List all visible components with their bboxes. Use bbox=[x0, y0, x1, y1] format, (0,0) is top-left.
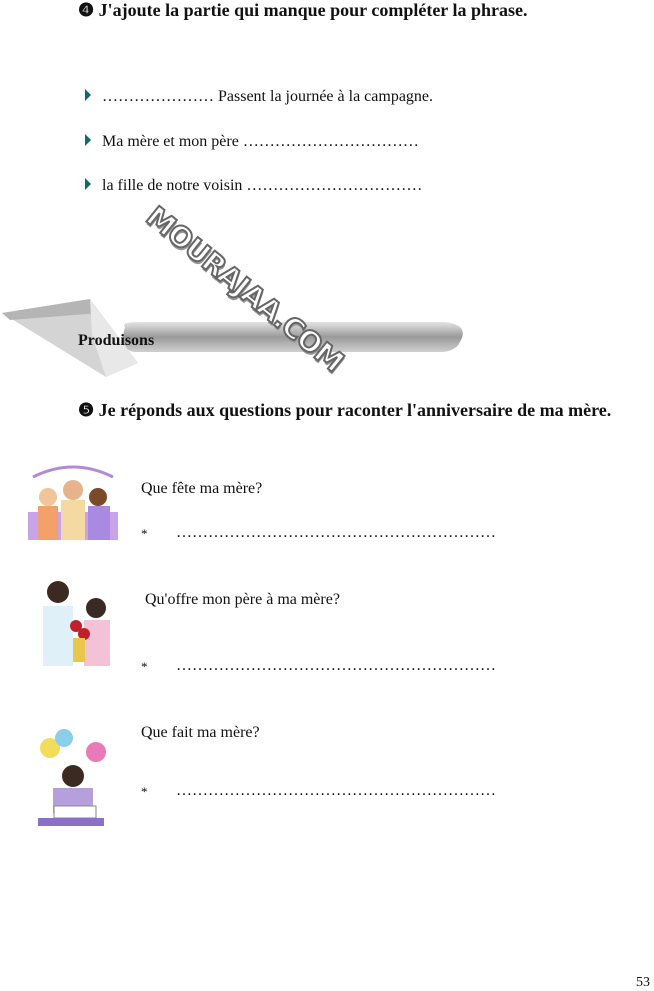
sentence-item: Ma mère et mon père …………………………… bbox=[102, 133, 419, 150]
bullet-icon bbox=[85, 89, 91, 101]
exercise-number: ❹ bbox=[78, 0, 95, 20]
section-title: Produisons bbox=[78, 332, 155, 349]
birthday-cake-illustration bbox=[38, 729, 106, 826]
question: Qu'offre mon père à ma mère? bbox=[145, 591, 340, 608]
answer-line[interactable]: …………………………………………………… bbox=[176, 524, 496, 541]
answer-line[interactable]: …………………………………………………… bbox=[176, 657, 496, 674]
section-banner bbox=[2, 299, 463, 377]
bullet-icon bbox=[85, 178, 91, 190]
answer-marker: * bbox=[141, 659, 148, 674]
answer-line[interactable]: …………………………………………………… bbox=[176, 782, 496, 799]
exercise-title: Je réponds aux questions pour raconter l… bbox=[98, 400, 612, 420]
exercise-4-heading: ❹ J'ajoute la partie qui manque pour com… bbox=[78, 0, 527, 21]
answer-marker: * bbox=[141, 784, 148, 799]
party-illustration bbox=[28, 465, 118, 540]
question: Que fête ma mère? bbox=[141, 480, 263, 497]
exercise-number: ❺ bbox=[78, 400, 95, 420]
bullet-icon bbox=[85, 134, 91, 146]
page-number: 53 bbox=[636, 975, 650, 990]
answer-marker: * bbox=[141, 526, 148, 541]
exercise-title: J'ajoute la partie qui manque pour compl… bbox=[98, 0, 528, 20]
question: Que fait ma mère? bbox=[141, 724, 260, 741]
sentence-item: la fille de notre voisin …………………………… bbox=[102, 177, 423, 194]
sentence-item: ………………… Passent la journée à la campagne… bbox=[102, 88, 434, 105]
exercise-5-heading: ❺ Je réponds aux questions pour raconter… bbox=[78, 400, 611, 421]
gift-flowers-illustration bbox=[43, 581, 110, 666]
